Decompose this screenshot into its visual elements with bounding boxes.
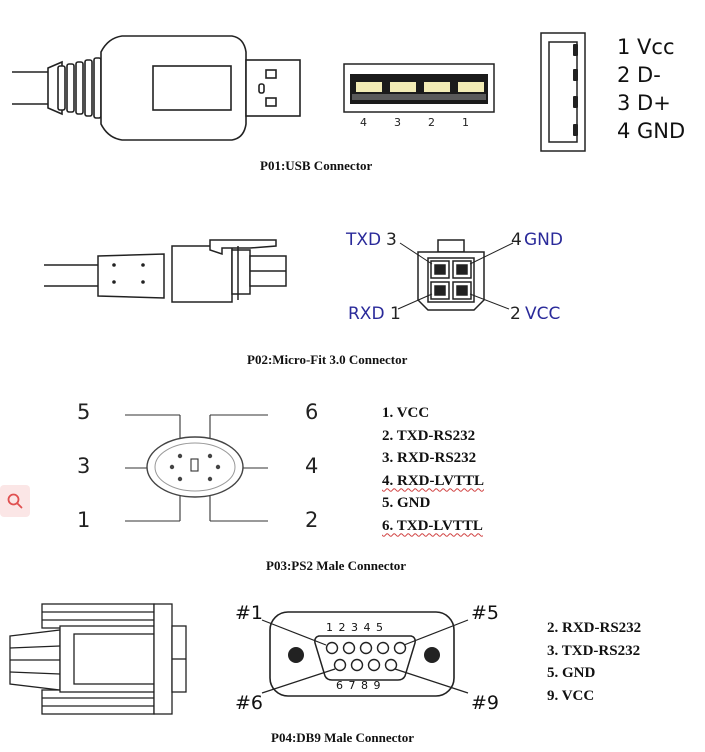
usb-cable-drawing xyxy=(12,35,301,141)
microfit-label-gnd: GND xyxy=(524,230,563,250)
db9-bottom-row-numbers: 6 7 8 9 xyxy=(336,679,382,692)
db9-cable-drawing xyxy=(9,603,187,715)
db9-corner-9: #9 xyxy=(471,692,500,714)
usb-pin-3: 3 D+ xyxy=(617,91,671,115)
microfit-label-gnd-num: 4 xyxy=(511,230,522,250)
db9-pin-9: 9. VCC xyxy=(547,687,595,704)
usb-caption: P01:USB Connector xyxy=(260,158,373,173)
db9-corner-6: #6 xyxy=(235,692,264,714)
ps2-connector-drawing xyxy=(125,414,268,522)
usb-pin-2: 2 D- xyxy=(617,63,661,87)
usb-pin-list: 1 Vcc 2 D- 3 D+ 4 GND xyxy=(617,33,685,145)
db9-top-row-numbers: 1 2 3 4 5 xyxy=(326,621,384,634)
usb-pin-4: 4 GND xyxy=(617,119,686,143)
db9-corner-1: #1 xyxy=(235,602,264,624)
usb-front-pin-4: 4 xyxy=(360,116,367,129)
ps2-corner-2: 2 xyxy=(305,508,319,532)
ps2-caption: P03:PS2 Male Connector xyxy=(266,558,407,573)
microfit-caption: P02:Micro-Fit 3.0 Connector xyxy=(247,352,408,367)
db9-face-drawing xyxy=(261,611,469,697)
microfit-face-drawing xyxy=(397,239,514,311)
usb-pin-1: 1 Vcc xyxy=(617,35,675,59)
ps2-corner-4: 4 xyxy=(305,454,319,478)
db9-pin-5: 5. GND xyxy=(547,665,596,681)
ps2-pin-1: 1. VCC xyxy=(382,405,430,421)
ps2-corner-6: 6 xyxy=(305,400,319,424)
microfit-label-txd-num: 3 xyxy=(386,230,397,250)
db9-corner-5: #5 xyxy=(471,602,500,624)
microfit-label-rxd: RXD xyxy=(348,304,385,324)
usb-front-pin-3: 3 xyxy=(394,116,401,129)
ps2-pin-6: 6. TXD-LVTTL xyxy=(382,517,483,534)
usb-front-drawing xyxy=(343,63,495,113)
ps2-pin-5: 5. GND xyxy=(382,495,431,511)
usb-front-pin-2: 2 xyxy=(428,116,435,129)
db9-pin-3: 3. TXD-RS232 xyxy=(547,642,641,659)
side-search-button[interactable] xyxy=(0,485,30,517)
ps2-pin-4: 4. RXD-LVTTL xyxy=(382,472,484,489)
ps2-pin-2: 2. TXD-RS232 xyxy=(382,427,476,444)
ps2-pin-3: 3. RXD-RS232 xyxy=(382,450,477,466)
ps2-corner-3: 3 xyxy=(77,454,91,478)
usb-front-pin-1: 1 xyxy=(462,116,469,129)
ps2-corner-5: 5 xyxy=(77,400,91,424)
microfit-cable-drawing xyxy=(44,239,287,303)
usb-receptacle-drawing xyxy=(540,32,586,152)
db9-caption: P04:DB9 Male Connector xyxy=(271,730,414,745)
db9-pin-list: 2. RXD-RS232 3. TXD-RS232 5. GND 9. VCC xyxy=(547,617,641,707)
ps2-corner-1: 1 xyxy=(77,508,91,532)
db9-pin-2: 2. RXD-RS232 xyxy=(547,620,642,636)
microfit-label-vcc-num: 2 xyxy=(510,304,521,324)
ps2-pin-list: 1. VCC 2. TXD-RS232 3. RXD-RS232 4. RXD-… xyxy=(382,402,484,537)
microfit-label-txd: TXD xyxy=(346,230,382,250)
microfit-label-rxd-num: 1 xyxy=(390,304,401,324)
microfit-label-vcc: VCC xyxy=(525,304,561,324)
search-icon xyxy=(7,493,23,509)
